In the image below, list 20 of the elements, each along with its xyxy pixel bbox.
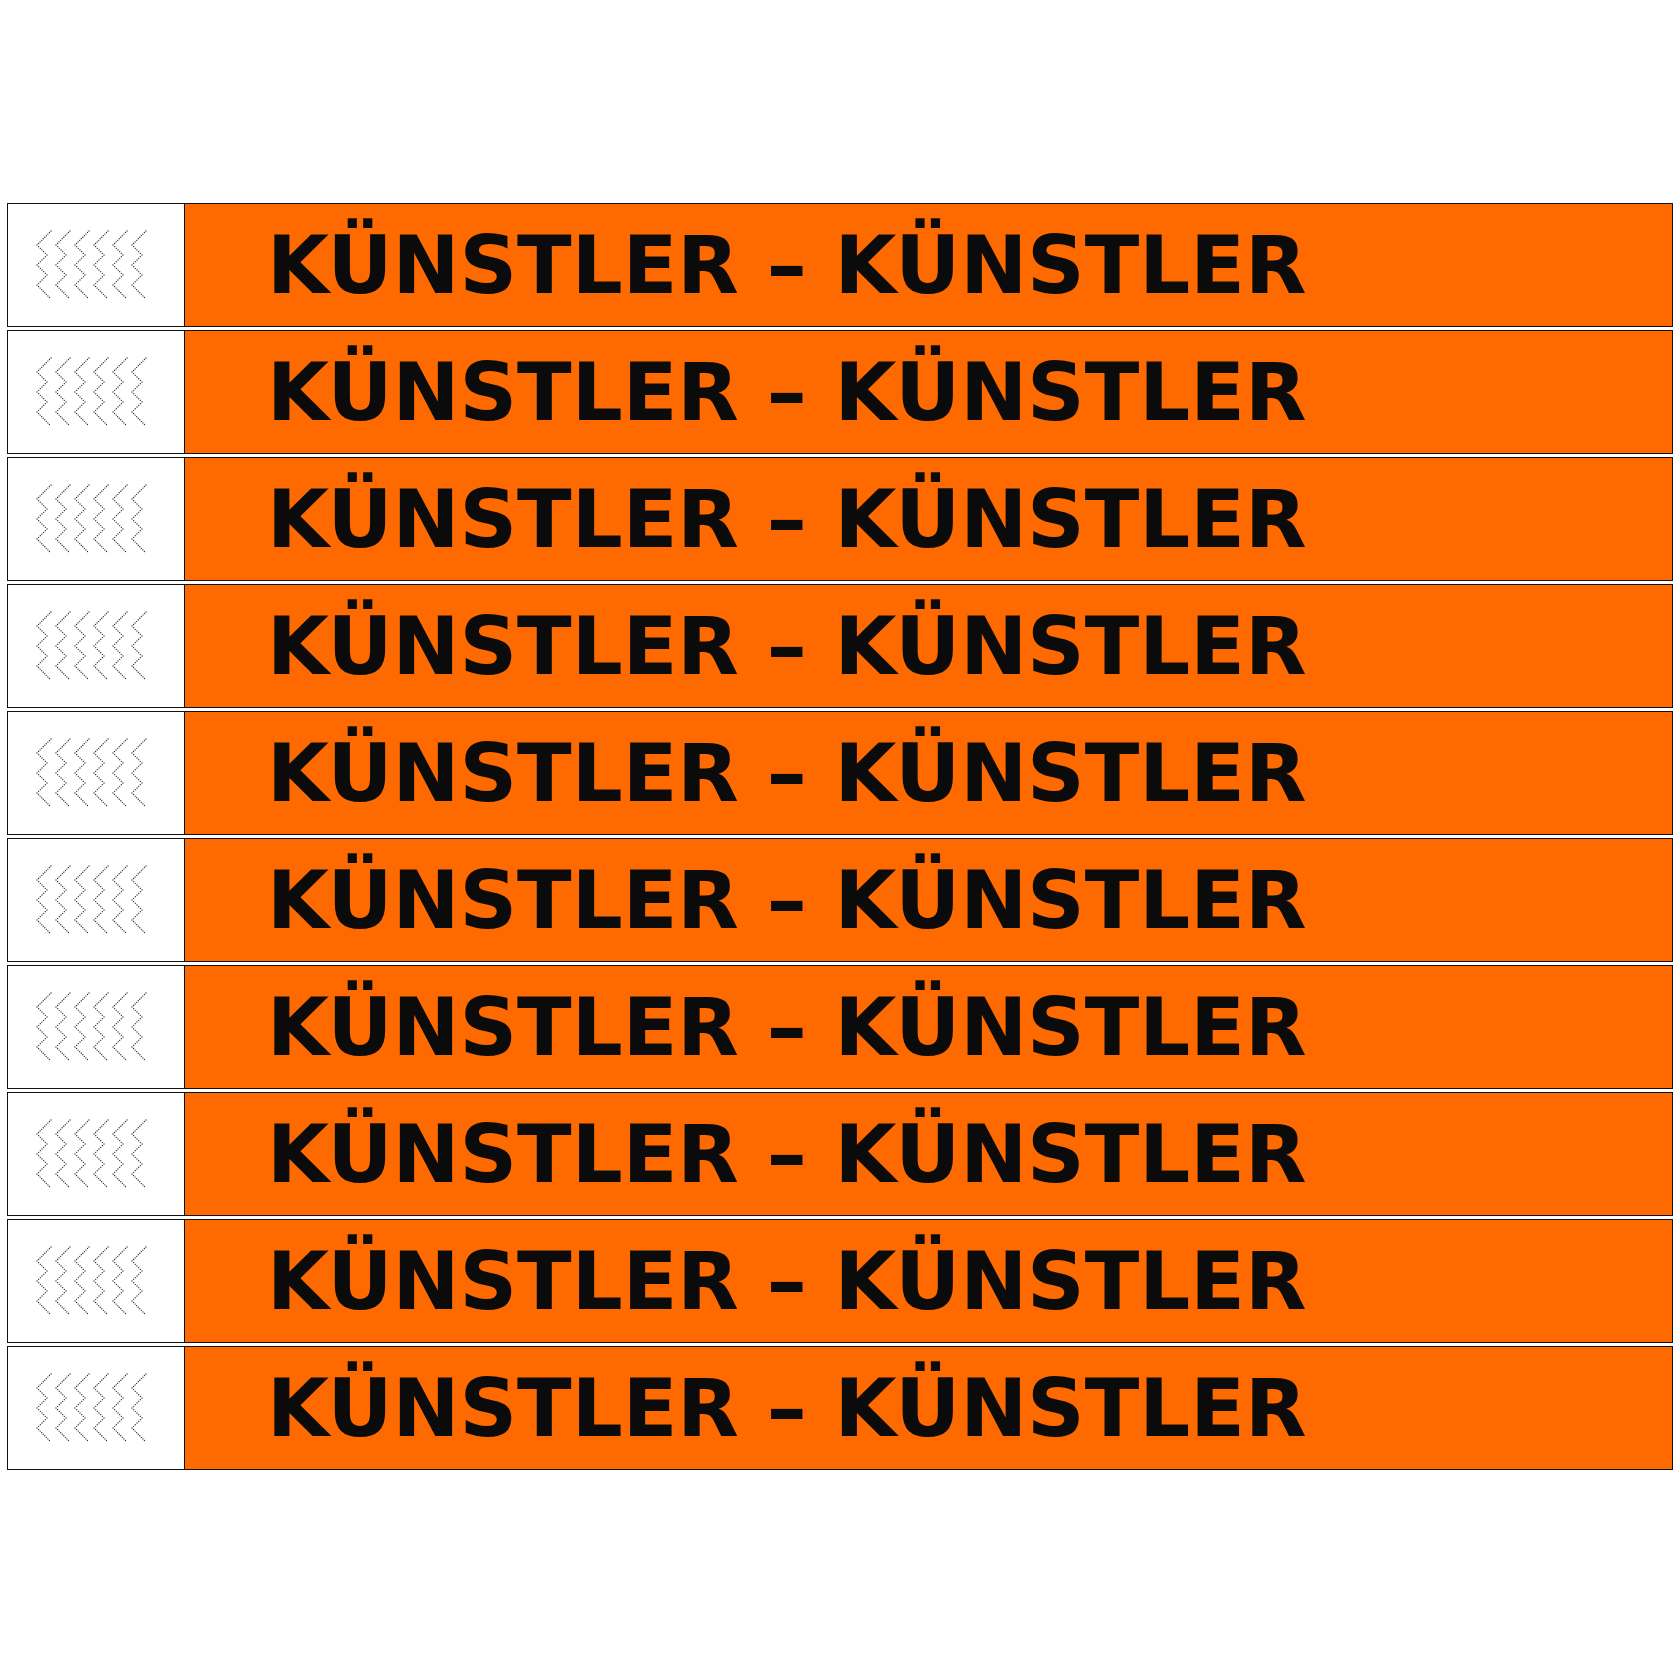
wristband	[7, 584, 1673, 708]
band-text: KÜNSTLER – KÜNSTLER	[267, 853, 1307, 947]
band-text: KÜNSTLER – KÜNSTLER	[267, 1361, 1307, 1455]
band-text: KÜNSTLER – KÜNSTLER	[267, 1107, 1307, 1201]
band-text: KÜNSTLER – KÜNSTLER	[267, 1234, 1307, 1328]
wristband	[7, 457, 1673, 581]
band-text: KÜNSTLER – KÜNSTLER	[267, 980, 1307, 1074]
wristband	[7, 1219, 1673, 1343]
band-text: KÜNSTLER – KÜNSTLER	[267, 345, 1307, 439]
wristband	[7, 1092, 1673, 1216]
wristband	[7, 838, 1673, 962]
band-text: KÜNSTLER – KÜNSTLER	[267, 726, 1307, 820]
wristband	[7, 711, 1673, 835]
band-text: KÜNSTLER – KÜNSTLER	[267, 599, 1307, 693]
band-text: KÜNSTLER – KÜNSTLER	[267, 472, 1307, 566]
wristband	[7, 965, 1673, 1089]
wristband	[7, 330, 1673, 454]
band-text: KÜNSTLER – KÜNSTLER	[267, 218, 1307, 312]
wristband	[7, 203, 1673, 327]
wristband	[7, 1346, 1673, 1470]
